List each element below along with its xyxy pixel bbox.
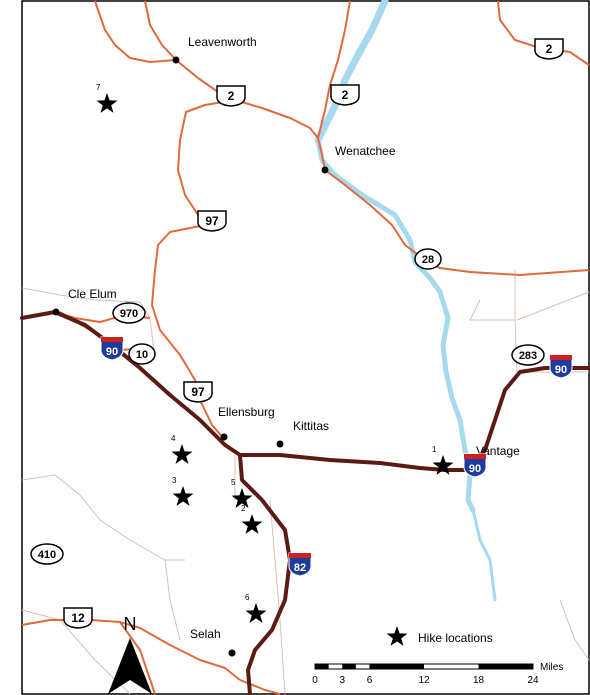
county-boundaries (21, 270, 590, 695)
hike-number: 2 (241, 504, 246, 513)
scale-bar-tick: 24 (527, 675, 539, 686)
scale-bar-tick: 3 (339, 675, 345, 686)
hike-number: 3 (172, 476, 177, 485)
route-number: 2 (546, 42, 553, 56)
scale-bar-unit: Miles (540, 662, 563, 673)
route-number: 2 (228, 89, 235, 103)
scale-bar-tick: 0 (312, 675, 318, 686)
hike-markers: 1 2 3 4 5 6 7 (96, 83, 454, 623)
city-label: Wenatchee (335, 144, 396, 158)
legend-star-icon (386, 626, 408, 646)
route-number: 970 (120, 308, 138, 320)
hike-star-icon (241, 514, 263, 534)
route-number: 82 (294, 562, 306, 574)
state-route-shield: 410 (30, 543, 64, 565)
scale-bar: Miles 0 3 6 12 18 24 (312, 662, 563, 686)
legend: Hike locations (386, 626, 493, 646)
city-label: Ellensburg (218, 405, 275, 419)
interstate-shield: 82 (288, 552, 312, 577)
hike-number: 4 (171, 434, 176, 443)
us-route-shield: 97 (197, 210, 227, 232)
route-number: 10 (136, 349, 148, 361)
hike-number: 5 (231, 478, 236, 487)
us-route-shield: 12 (63, 607, 93, 629)
state-route-shield: 283 (511, 344, 545, 366)
city-label: Vantage (476, 444, 520, 458)
hike-number: 7 (96, 83, 101, 92)
route-number: 97 (191, 385, 205, 399)
us-route-shield: 97 (183, 381, 213, 403)
route-number: 90 (106, 346, 118, 358)
hike-number: 6 (245, 593, 250, 602)
scale-bar-segment (315, 664, 329, 669)
route-number: 2 (342, 88, 349, 102)
state-route-shield: 28 (414, 248, 442, 270)
state-route-shield: 10 (128, 343, 156, 365)
us-route-shield: 2 (330, 84, 360, 106)
route-number: 90 (469, 463, 481, 475)
legend-label: Hike locations (418, 631, 493, 645)
hike-star-icon (172, 486, 194, 506)
interstate-shield: 90 (549, 354, 573, 379)
scale-bar-segment (478, 664, 533, 669)
route-number: 410 (38, 549, 56, 561)
city-label: Leavenworth (188, 35, 257, 49)
scale-bar-tick: 6 (367, 675, 373, 686)
hike-number: 1 (432, 445, 437, 454)
city-dot (52, 308, 60, 316)
hike-star-icon (432, 455, 454, 475)
city-label: Kittitas (293, 419, 329, 433)
scale-bar-segment (342, 664, 356, 669)
hike-star-icon (245, 603, 267, 623)
city-label: Cle Elum (68, 287, 117, 301)
city-dot (172, 56, 180, 64)
city-dot (220, 433, 228, 441)
hike-star-icon (96, 93, 118, 113)
interstate-shield: 90 (463, 453, 487, 478)
hike-star-icon (231, 488, 253, 508)
north-arrow: N (108, 614, 152, 694)
state-route-shield: 970 (112, 302, 146, 324)
route-number: 28 (422, 254, 434, 266)
city-dot (276, 440, 284, 448)
us-route-shield: 2 (534, 38, 564, 60)
north-arrow-label: N (124, 614, 137, 634)
hike-star-icon (171, 444, 193, 464)
city-dot (228, 649, 236, 657)
interstate-shield: 90 (100, 336, 124, 361)
route-number: 283 (519, 350, 537, 362)
scale-bar-segment (369, 664, 424, 669)
scale-bar-tick: 12 (418, 675, 430, 686)
route-number: 90 (555, 364, 567, 376)
north-arrow-icon (108, 638, 152, 694)
route-number: 12 (71, 611, 85, 625)
us-route-shield: 2 (216, 85, 246, 107)
route-number: 97 (205, 214, 219, 228)
city-dot (321, 166, 329, 174)
city-label: Selah (190, 627, 221, 641)
scale-bar-tick: 18 (473, 675, 485, 686)
